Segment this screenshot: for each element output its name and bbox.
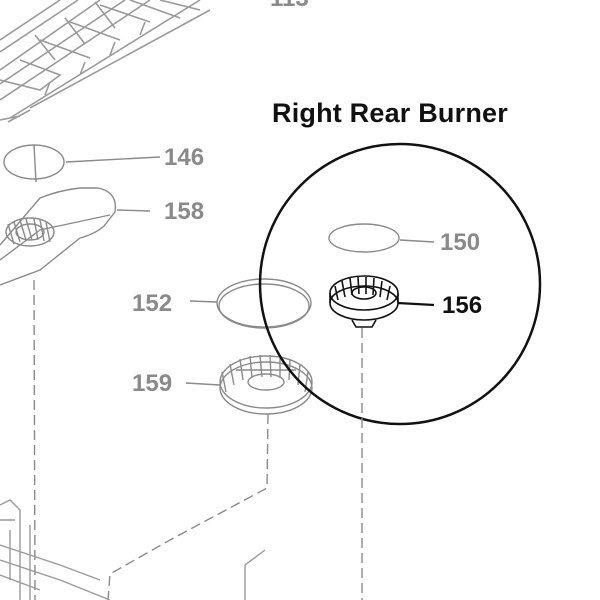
part-label-150: 150 [440,229,481,256]
part-label-156: 156 [442,292,483,319]
part-150-cap [328,223,435,253]
part-label-158: 158 [164,198,205,225]
part-159-burner [107,354,313,600]
part-label-159: 159 [132,370,173,397]
part-156-burner [329,275,435,600]
body-drawing [0,499,266,600]
part-label-152: 152 [132,290,173,317]
part-152-cap [189,278,312,329]
grate-drawing [0,0,211,123]
part-146-cap [3,144,161,183]
part-label-146: 146 [164,144,205,171]
part-label-113: 113 [270,0,309,13]
highlight-circle [258,142,542,426]
diagram-title: Right Rear Burner [272,98,508,128]
part-158-burner-plate [0,187,151,600]
